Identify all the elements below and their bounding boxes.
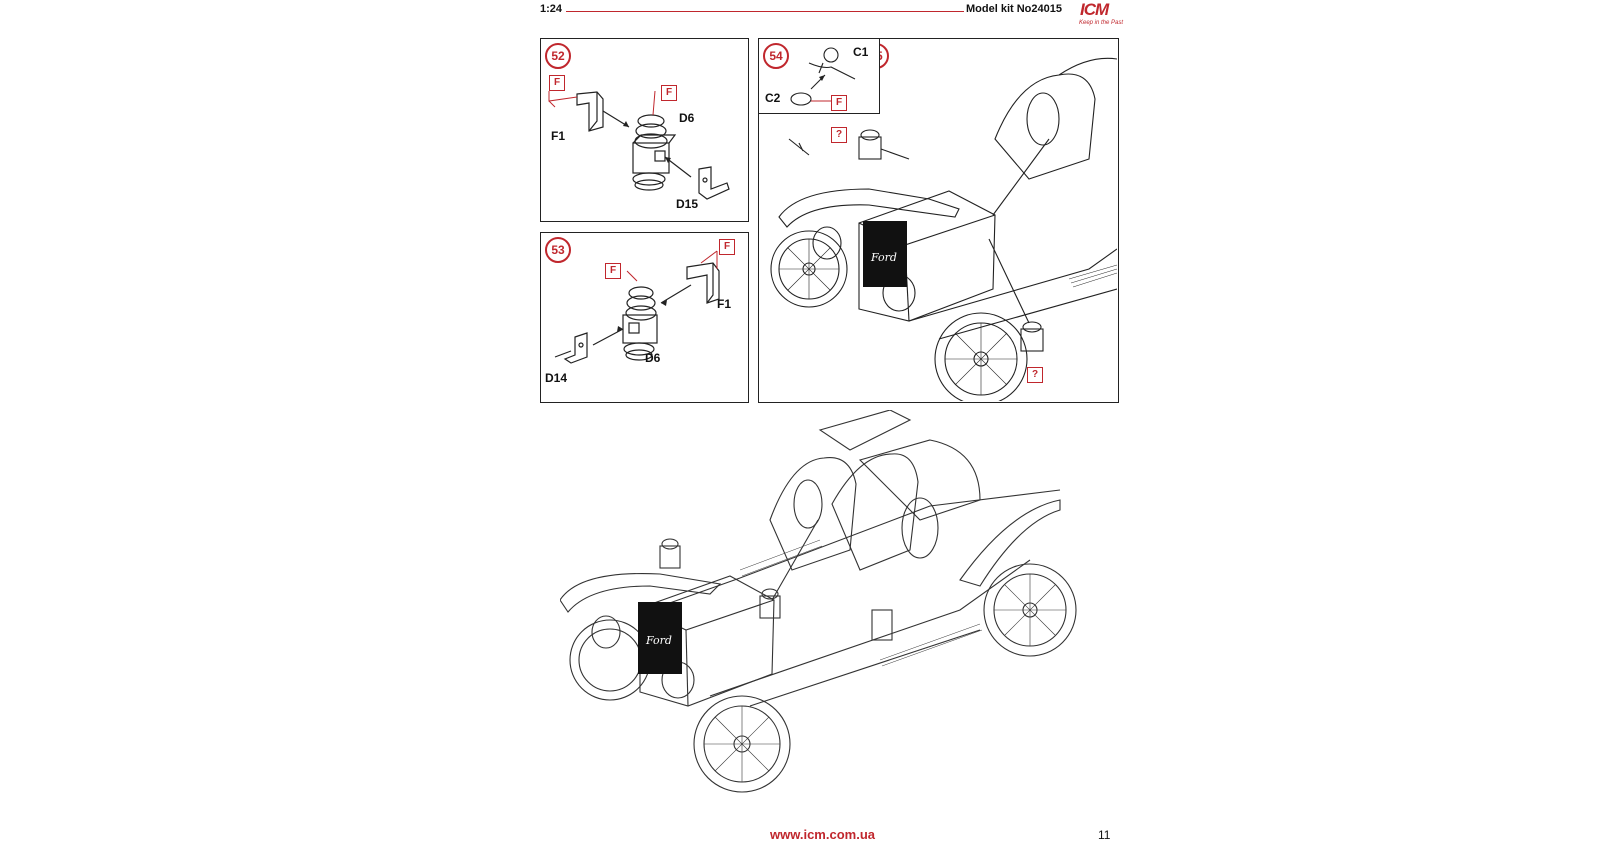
step-52-panel: 52 xyxy=(540,38,749,222)
radiator xyxy=(638,602,682,674)
lamp-assembly-drawing xyxy=(548,90,730,200)
step-54-panel: 54 C1 C2 F xyxy=(758,38,880,114)
paint-flag-f: F xyxy=(605,263,621,279)
step-number: 53 xyxy=(545,237,571,263)
car-front-drawing: Ford xyxy=(770,57,1117,401)
header-rule xyxy=(566,11,964,12)
paint-flag-f: F xyxy=(549,75,565,91)
mirror-part-drawing xyxy=(790,47,856,106)
step-number: 54 xyxy=(763,43,789,69)
brand-tagline: Keep in the Past xyxy=(1079,20,1124,26)
svg-text:Ford: Ford xyxy=(645,634,672,647)
brand-logo: ICM xyxy=(1080,0,1109,19)
part-label: D14 xyxy=(545,371,568,385)
svg-text:Ford: Ford xyxy=(870,251,897,264)
website-url[interactable]: www.icm.com.ua xyxy=(770,827,875,842)
scale-label: 1:24 xyxy=(540,3,563,15)
part-label: D15 xyxy=(676,197,699,211)
part-label: F1 xyxy=(717,297,732,311)
part-label: D6 xyxy=(679,111,695,125)
part-label: F1 xyxy=(551,129,566,143)
step-53-panel: 53 xyxy=(540,232,749,403)
paint-flag-f: F xyxy=(831,95,847,111)
finished-car-drawing: Ford xyxy=(560,410,1077,793)
radiator xyxy=(863,221,907,287)
page-number: 11 xyxy=(1098,828,1111,842)
paint-flag-f: F xyxy=(719,239,735,255)
part-label: C2 xyxy=(765,91,781,105)
kit-number: Model kit No24015 xyxy=(966,3,1062,15)
paint-flag-f: F xyxy=(661,85,677,101)
part-label: C1 xyxy=(853,45,869,59)
paint-flag-unknown: ? xyxy=(1027,367,1043,383)
lamp-assembly-drawing xyxy=(554,250,720,364)
part-label: D6 xyxy=(645,351,661,365)
paint-flag-unknown: ? xyxy=(831,127,847,143)
step-number: 52 xyxy=(545,43,571,69)
